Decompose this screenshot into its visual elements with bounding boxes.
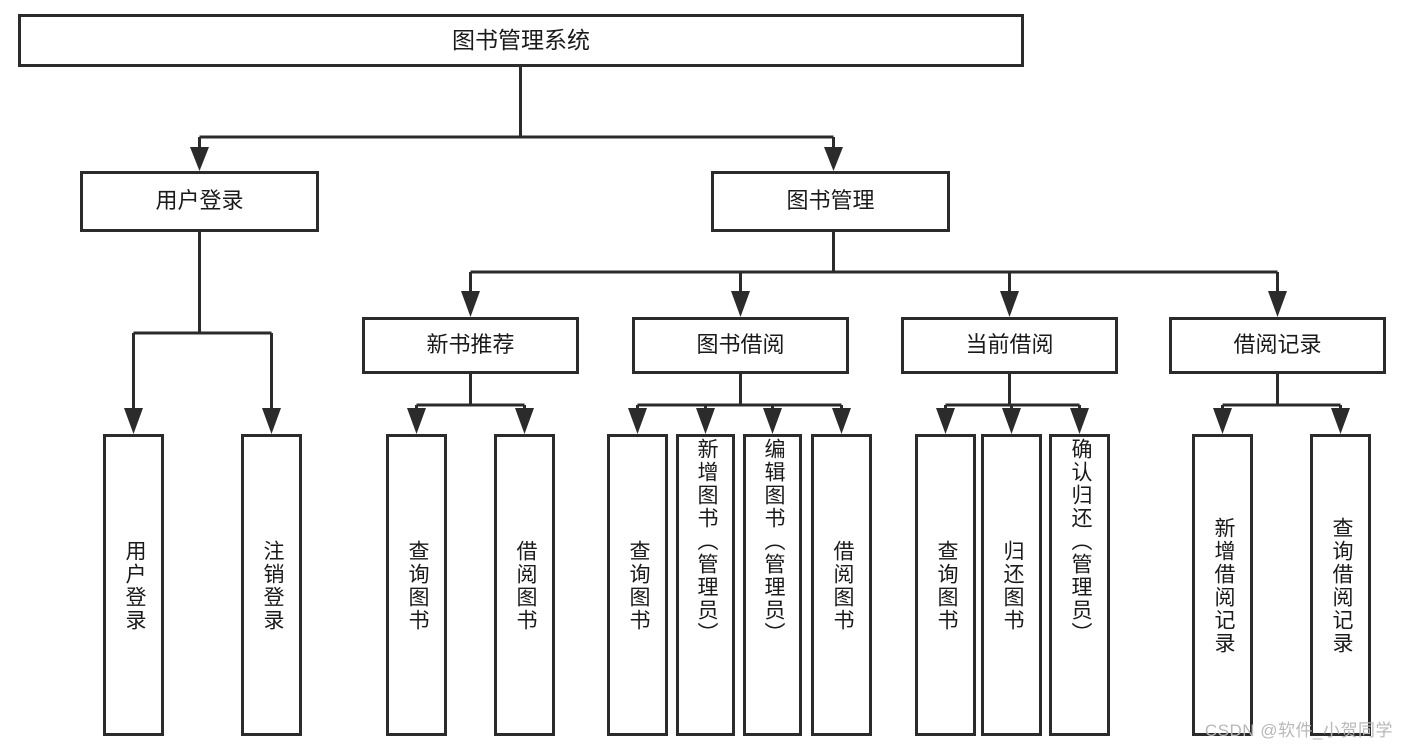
arrow-head-book-management (824, 147, 843, 171)
node-leaf-query-book-3[interactable] (915, 434, 976, 736)
node-book-borrow-label: 图书借阅 (696, 332, 784, 357)
arrow-head-leaf-borrow-book-2 (832, 408, 851, 434)
arrow-head-leaf-logout-login (262, 408, 281, 434)
connector-user-login-to-leaves (124, 232, 281, 434)
node-user-login[interactable]: 用户登录 (80, 171, 319, 232)
arrow-head-leaf-user-login (124, 408, 143, 434)
arrow-head-borrow-record (1268, 291, 1287, 317)
arrow-head-leaf-query-book-2 (628, 408, 647, 434)
node-user-login-label: 用户登录 (155, 188, 243, 213)
node-root[interactable]: 图书管理系统 (18, 14, 1024, 67)
node-book-management-label: 图书管理 (786, 188, 874, 213)
node-leaf-query-book-1[interactable] (386, 434, 447, 736)
node-book-borrow[interactable]: 图书借阅 (632, 317, 849, 374)
connector-new-book-recommend-to-leaves (407, 373, 534, 434)
arrow-head-new-book-recommend (461, 291, 480, 317)
arrow-head-leaf-query-borrow-record (1331, 408, 1350, 434)
arrow-head-leaf-return-book (1002, 408, 1021, 434)
node-leaf-borrow-book-2[interactable] (811, 434, 872, 736)
arrow-head-leaf-add-borrow-record (1213, 408, 1232, 434)
csdn-watermark: CSDN @软件_小贺同学 (1204, 721, 1393, 740)
connector-book-borrow-to-leaves (628, 373, 851, 434)
arrow-head-leaf-query-book-1 (407, 408, 426, 434)
node-leaf-borrow-book-1[interactable] (494, 434, 555, 736)
node-leaf-edit-book-admin[interactable] (743, 434, 802, 736)
node-root-label: 图书管理系统 (452, 27, 590, 53)
arrow-head-current-borrow (1000, 291, 1019, 317)
arrow-head-book-borrow (731, 291, 750, 317)
arrow-head-user-login (190, 147, 209, 171)
node-leaf-add-book-admin[interactable] (676, 434, 735, 736)
arrow-head-leaf-add-book-admin (696, 408, 715, 434)
node-leaf-confirm-return-admin[interactable] (1049, 434, 1110, 736)
node-leaf-user-login[interactable] (103, 434, 164, 736)
node-leaf-query-borrow-record[interactable] (1310, 434, 1371, 736)
node-leaf-return-book[interactable] (981, 434, 1042, 736)
node-current-borrow[interactable]: 当前借阅 (901, 317, 1118, 374)
connector-root-to-level2 (190, 66, 843, 171)
node-leaf-query-book-2[interactable] (607, 434, 668, 736)
arrow-head-leaf-borrow-book-1 (515, 408, 534, 434)
node-book-management[interactable]: 图书管理 (711, 171, 950, 232)
node-current-borrow-label: 当前借阅 (965, 332, 1053, 357)
connector-current-borrow-to-leaves (936, 373, 1089, 434)
node-new-book-recommend-label: 新书推荐 (426, 332, 514, 357)
node-borrow-record[interactable]: 借阅记录 (1169, 317, 1386, 374)
node-borrow-record-label: 借阅记录 (1233, 332, 1321, 357)
connector-book-management-to-level3 (461, 232, 1287, 317)
arrow-head-leaf-confirm-return-admin (1070, 408, 1089, 434)
node-leaf-logout-login[interactable] (241, 434, 302, 736)
arrow-head-leaf-edit-book-admin (763, 408, 782, 434)
connector-borrow-record-to-leaves (1213, 373, 1350, 434)
node-leaf-add-borrow-record[interactable] (1192, 434, 1253, 736)
node-new-book-recommend[interactable]: 新书推荐 (362, 317, 579, 374)
arrow-head-leaf-query-book-3 (936, 408, 955, 434)
